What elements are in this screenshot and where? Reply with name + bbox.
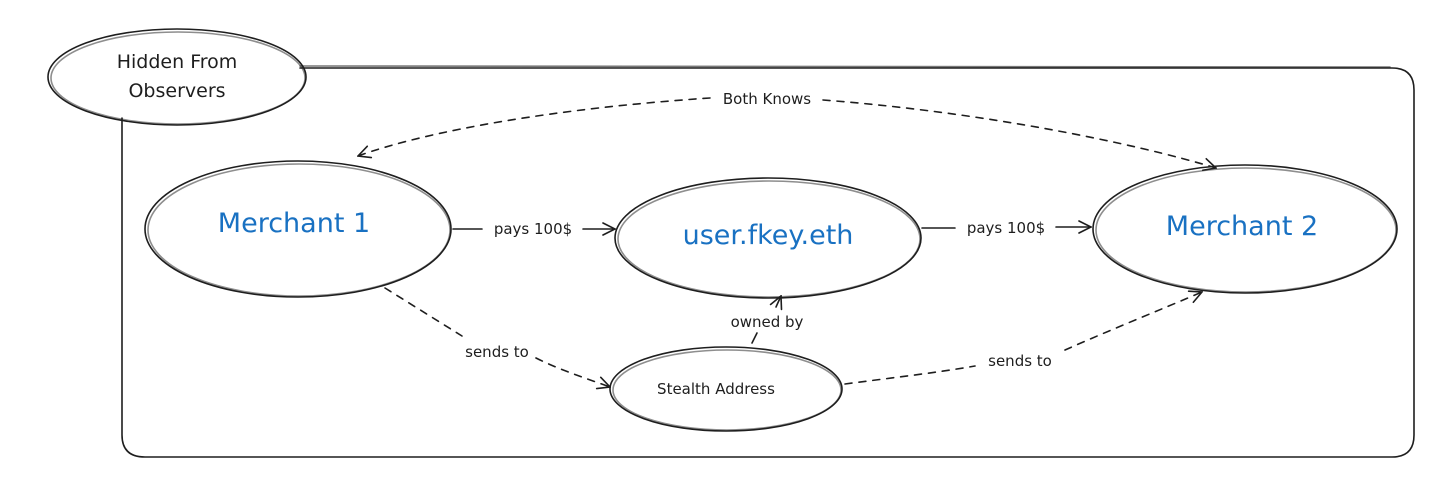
node-merchant-1: Merchant 1 — [144, 160, 452, 298]
edge-pays-1: pays 100$ — [452, 220, 615, 238]
merchant-2-label: Merchant 2 — [1166, 211, 1318, 242]
merchant-1-label: Merchant 1 — [218, 208, 370, 239]
label-owned-by: owned by — [731, 313, 804, 331]
hidden-region-frame — [121, 65, 1415, 458]
tag-line-1: Hidden From — [117, 51, 238, 73]
stealth-address-label: Stealth Address — [657, 380, 775, 398]
edge-owned-by: owned by — [731, 296, 804, 344]
node-merchant-2: Merchant 2 — [1092, 164, 1398, 294]
label-sends-to-1: sends to — [465, 343, 529, 361]
node-stealth-address: Stealth Address — [609, 346, 843, 432]
label-sends-to-2: sends to — [988, 352, 1052, 370]
tag-line-2: Observers — [128, 80, 225, 102]
label-pays-2: pays 100$ — [967, 219, 1045, 237]
label-both-knows: Both Knows — [723, 90, 811, 108]
hidden-from-observers-tag: Hidden From Observers — [47, 28, 307, 126]
edge-both-knows: Both Knows — [358, 90, 1216, 168]
edge-sends-to-1: sends to — [384, 287, 610, 387]
label-pays-1: pays 100$ — [494, 220, 572, 238]
user-label: user.fkey.eth — [683, 220, 854, 251]
edge-sends-to-2: sends to — [844, 292, 1202, 385]
edge-pays-2: pays 100$ — [921, 219, 1091, 237]
node-user: user.fkey.eth — [614, 177, 922, 299]
